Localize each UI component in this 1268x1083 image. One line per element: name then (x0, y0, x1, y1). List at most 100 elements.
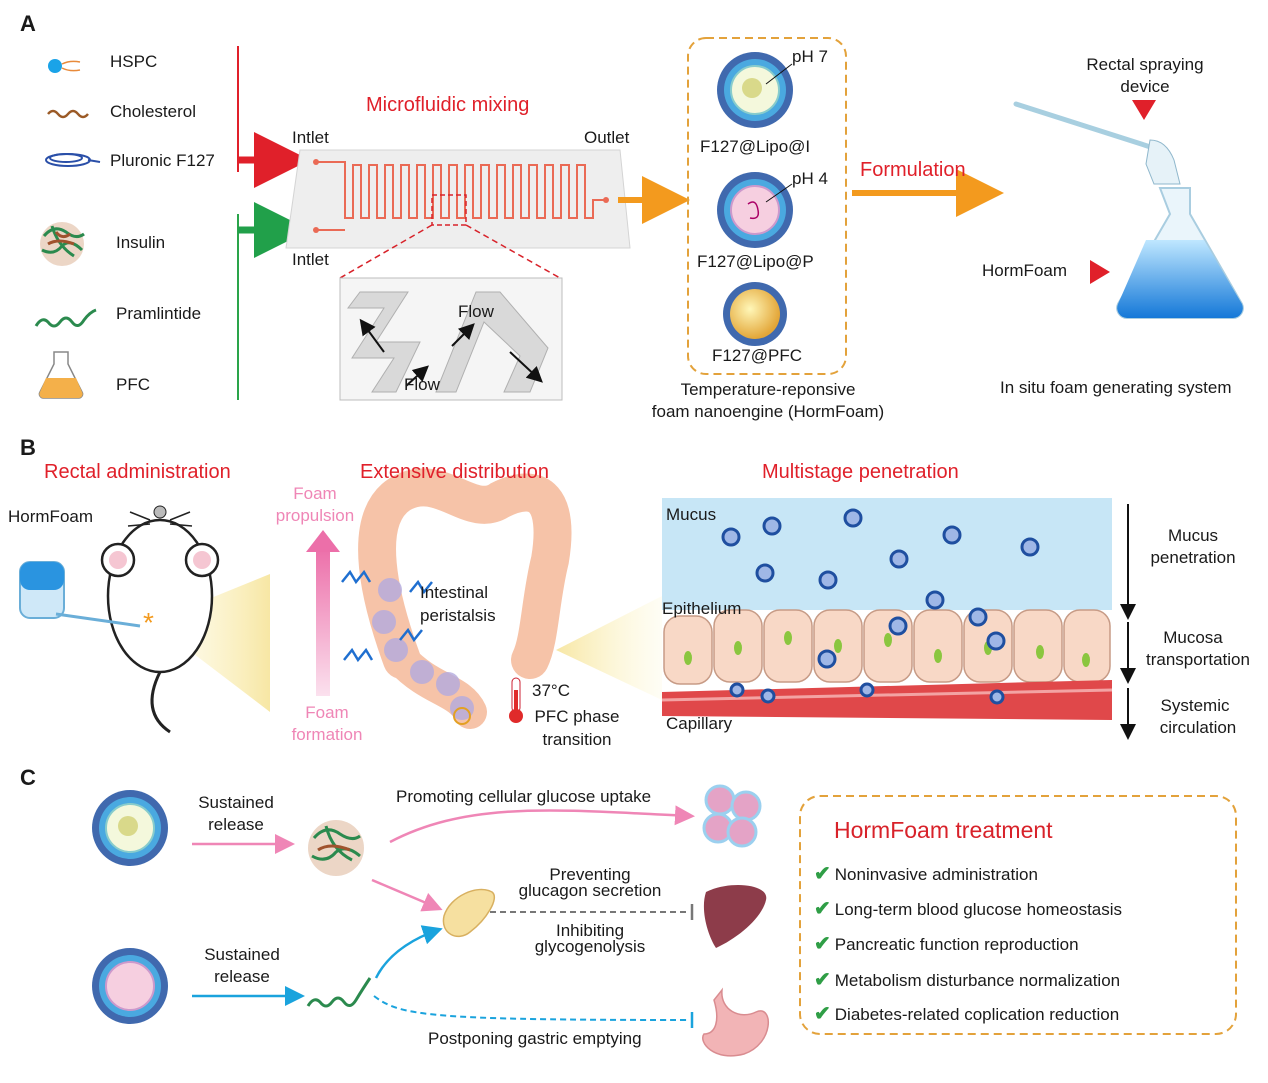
ph7-label: pH 7 (792, 47, 828, 66)
insulin-icon (40, 222, 85, 266)
pluronic-icon (45, 153, 101, 167)
check-icon: ✔ (814, 898, 831, 920)
treatment-item: ✔Metabolism disturbance normalization (814, 969, 1121, 991)
stage-systemic-1: Systemic (1160, 696, 1230, 715)
flow-label-2: Flow (404, 375, 440, 394)
glycogenolysis-label-2: glycogenolysis (534, 937, 646, 956)
ph4-label: pH 4 (792, 169, 828, 188)
epithelium-label: Epithelium (662, 599, 742, 618)
peristalsis-wave-icons (341, 569, 433, 663)
zoom-line-right (465, 224, 561, 279)
inlet-bottom-label: Intlet (292, 250, 329, 269)
hormfoam-mouse-label: HormFoam (8, 507, 94, 526)
legend-pfc: PFC (116, 375, 150, 394)
device-label-1: Rectal spraying (1086, 55, 1204, 74)
multistage-title: Multistage penetration (762, 461, 959, 483)
foam-formation-label-1: Foam (305, 703, 349, 722)
release-top-label-2: release (208, 815, 264, 834)
thermometer-icon (509, 677, 523, 723)
liposome-insulin-icon (717, 52, 793, 128)
pramlintide-icon (34, 308, 97, 328)
treatment-box (799, 795, 1237, 1035)
uptake-arrow (389, 805, 695, 844)
stage-systemic-2: circulation (1159, 718, 1237, 737)
lipo-p-label: F127@Lipo@P (697, 252, 814, 271)
pancreas-icon (442, 888, 495, 937)
formulation-label: Formulation (860, 159, 966, 181)
device-pointer-icon (1132, 100, 1156, 120)
capillary-label: Capillary (666, 714, 733, 733)
glucagon-label-2: glucagon secretion (518, 881, 662, 900)
foam-propulsion-label-1: Foam (293, 484, 337, 503)
spray-bottle-icon (19, 561, 141, 628)
legend-cholesterol: Cholesterol (110, 102, 196, 121)
glycogenolysis-label-1: Inhibiting (555, 921, 625, 940)
check-icon: ✔ (814, 1003, 831, 1025)
cells-icon (702, 784, 762, 848)
insulin-c-icon (308, 820, 364, 876)
nanoengine-caption-2: foam nanoengine (HormFoam) (651, 402, 885, 421)
light-cone-right (556, 596, 662, 700)
gastric-inhibit-line (373, 995, 691, 1021)
glucagon-label-1: Preventing (549, 865, 631, 884)
check-icon: ✔ (814, 863, 831, 885)
legend-hspc: HSPC (110, 52, 158, 71)
treatment-title: HormFoam treatment (834, 817, 1053, 843)
stage-mucosa-1: Mucosa (1163, 628, 1223, 647)
microfluidic-title: Microfluidic mixing (366, 94, 530, 116)
release-bottom-label-2: release (214, 967, 270, 986)
nanoengine-caption-1: Temperature-reponsive (680, 380, 856, 399)
colon-icon (358, 468, 572, 729)
foam-formation-label-2: formation (291, 725, 363, 744)
pramlintide-c-icon (306, 977, 372, 1008)
cholesterol-icon (47, 109, 89, 119)
outlet-label: Outlet (584, 128, 630, 147)
temperature-label: 37°C (532, 681, 570, 700)
liposome-pramlintide-icon (717, 172, 793, 248)
foam-propulsion-label-2: propulsion (275, 506, 355, 525)
treatment-item: ✔Pancreatic function reproduction (814, 933, 1079, 955)
peristalsis-label-1: Intestinal (420, 583, 489, 602)
foam-propulsion-arrow (316, 548, 330, 696)
panel-label-a: A (20, 11, 36, 36)
zoom-line-left (339, 224, 433, 279)
lipo-i-label: F127@Lipo@I (700, 137, 811, 156)
legend-insulin: Insulin (116, 233, 166, 252)
release-top-label-1: Sustained (198, 793, 274, 812)
penetration-diagram (661, 498, 1113, 742)
hormfoam-pointer-icon (1090, 260, 1110, 284)
liposome-top-icon (92, 790, 168, 866)
legend-pluronic: Pluronic F127 (110, 151, 215, 170)
nanoparticle-box (687, 37, 847, 375)
mucus-label: Mucus (666, 505, 717, 524)
check-icon: ✔ (814, 933, 831, 955)
pfc-particle-icon (723, 282, 787, 346)
svg-text:*: * (143, 607, 154, 638)
device-label-2: device (1120, 77, 1170, 96)
panel-label-c: C (20, 765, 36, 790)
liposome-bottom-icon (92, 948, 168, 1024)
check-icon: ✔ (814, 969, 831, 991)
rectal-admin-title: Rectal administration (44, 461, 231, 483)
pfc-flask-icon (38, 351, 84, 399)
liver-icon (703, 885, 767, 948)
treatment-item: ✔Long-term blood glucose homeostasis (814, 898, 1123, 920)
mouse-icon: * (100, 505, 220, 734)
flow-zoom-box (339, 277, 563, 401)
light-cone-left (152, 574, 270, 712)
panel-label-b: B (20, 435, 36, 460)
glucose-uptake-label: Promoting cellular glucose uptake (396, 787, 652, 806)
peristalsis-label-2: peristalsis (420, 606, 496, 625)
pfc-particle-label: F127@PFC (712, 346, 803, 365)
stage-mucus-2: penetration (1150, 548, 1236, 567)
treatment-item: ✔Noninvasive administration (814, 863, 1038, 885)
legend-pramlintide: Pramlintide (116, 304, 202, 323)
hormfoam-flask-label: HormFoam (982, 261, 1068, 280)
flow-label-1: Flow (458, 302, 494, 321)
phase-transition-label-2: transition (542, 730, 612, 749)
extensive-dist-title: Extensive distribution (360, 461, 549, 483)
insulin-to-pancreas-arrow (371, 878, 443, 912)
hspc-icon (48, 59, 81, 73)
microfluidic-chip (285, 149, 631, 249)
